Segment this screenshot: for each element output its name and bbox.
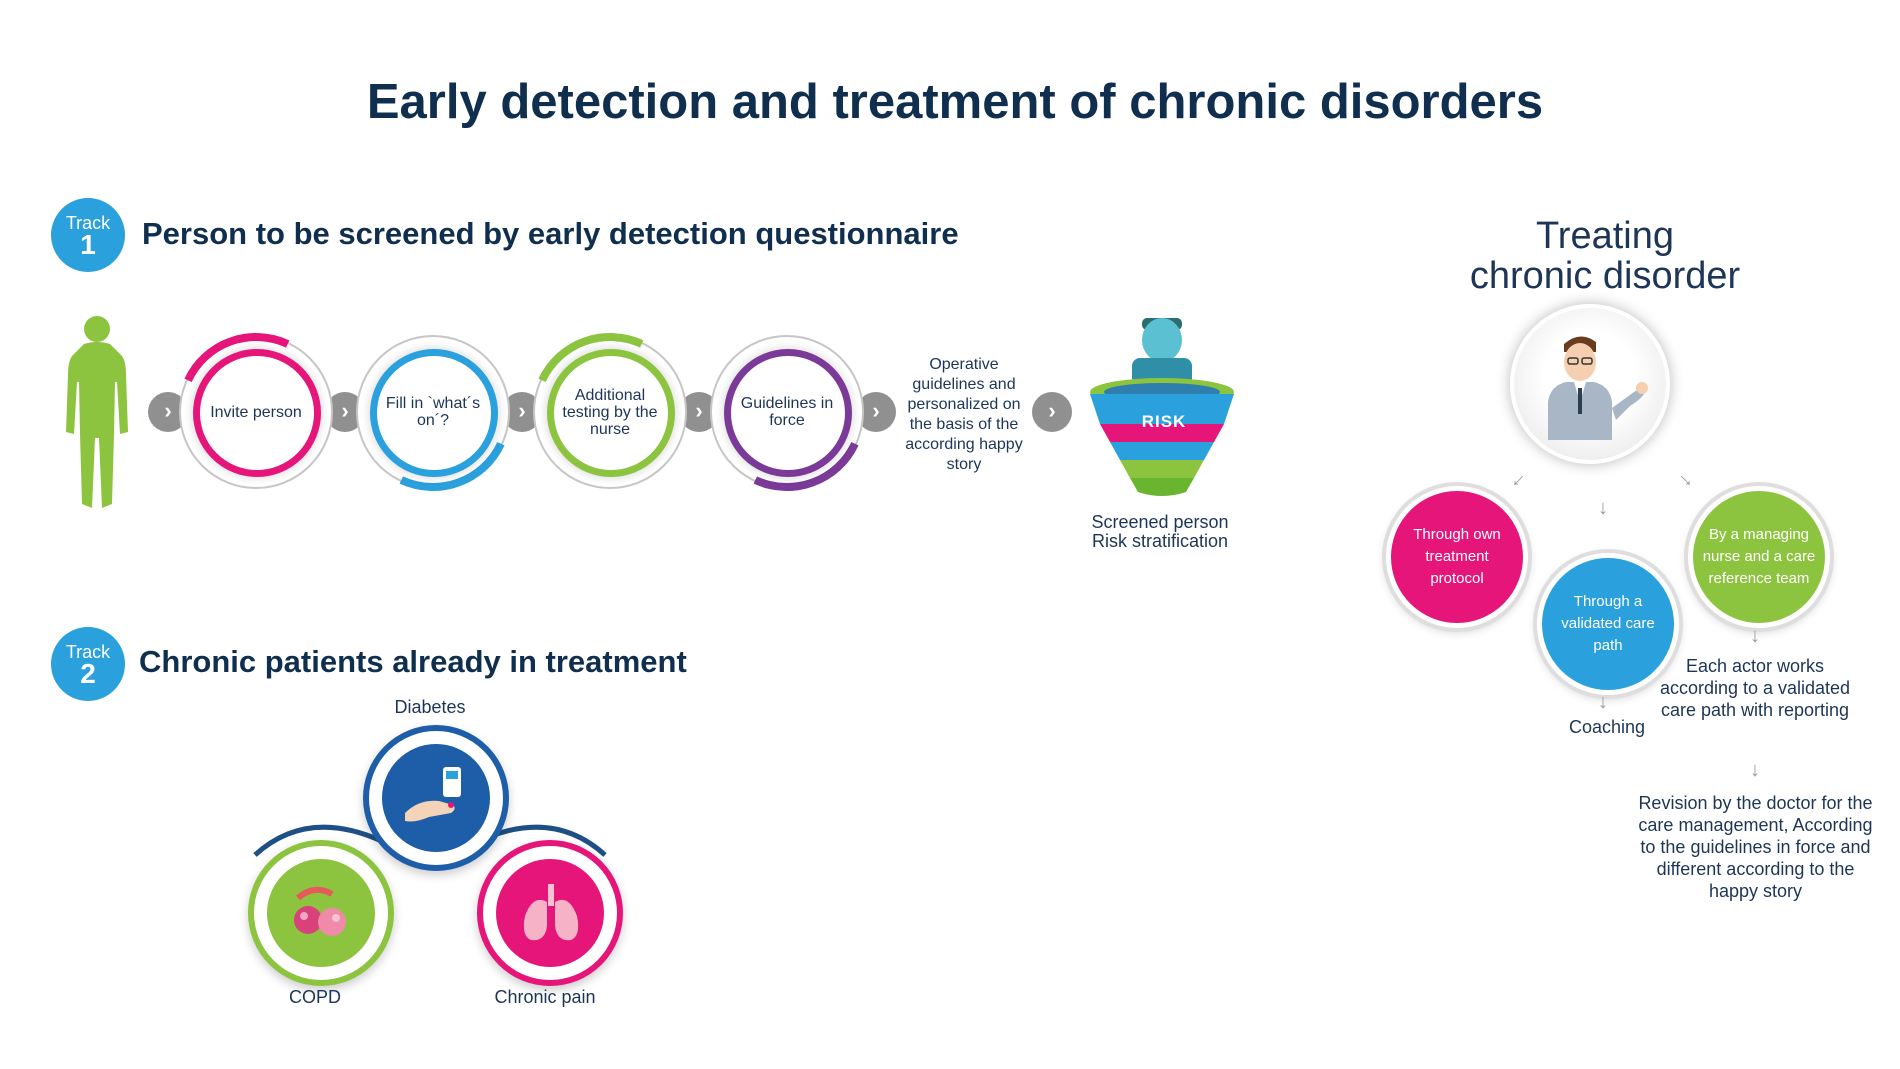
funnel-risk-label: RISK (1141, 412, 1187, 431)
step-label: Additional testing by the nurse (562, 386, 658, 438)
track-1-badge-number: 1 (80, 229, 96, 260)
risk-funnel-icon (1090, 318, 1234, 496)
track-2-badge: Track 2 (51, 627, 125, 701)
doctor-icon (1548, 336, 1648, 440)
managing-nurse-circle: By a managing nurse and a care reference… (1688, 486, 1830, 628)
arrow-down-icon: ↓ (1598, 497, 1608, 519)
operative-guidelines-text: Operative guidelines and personalized on… (905, 356, 1023, 473)
page-title: Early detection and treatment of chronic… (366, 75, 1544, 129)
arrow-down-icon: ↓ (1750, 759, 1760, 781)
track-2-badge-word: Track (65, 642, 111, 662)
treating-title-line2: chronic disorder (1469, 255, 1741, 297)
managing-nurse-label: By a managing nurse and a care reference… (1702, 526, 1816, 587)
step-label: Guidelines in force (740, 395, 834, 429)
track-1-badge-word: Track (65, 213, 111, 233)
person-silhouette-icon (66, 316, 128, 508)
coaching-label: Coaching (1568, 717, 1646, 737)
arrow-down-right-icon: ↓ (1673, 468, 1697, 492)
validated-path-circle: Through a validated care path (1537, 553, 1679, 695)
lungs-icon (523, 884, 579, 941)
glucose-meter-icon (405, 767, 461, 822)
step-guidelines: Guidelines in force (685, 310, 889, 514)
track-1-badge: Track 1 (51, 198, 125, 272)
each-actor-text: Each actor works according to a validate… (1659, 656, 1851, 720)
risk-stratification-label: Risk stratification (1091, 531, 1229, 551)
step-fill-in: Fill in `what´s on´? (331, 310, 535, 514)
diabetes-circle (363, 725, 509, 871)
chronic-pain-circle (477, 840, 623, 986)
own-protocol-label: Through own treatment protocol (1413, 526, 1501, 587)
diabetes-label: Diabetes (394, 697, 466, 717)
track-2-heading: Chronic patients already in treatment (139, 644, 687, 679)
treating-title-line1: Treating (1536, 215, 1674, 257)
doctor-circle (1510, 304, 1670, 464)
copd-circle (248, 840, 394, 986)
step-label: Invite person (210, 403, 302, 421)
track-1-heading: Person to be screened by early detection… (142, 216, 959, 251)
step-label: Fill in `what´s on´? (385, 395, 481, 429)
screened-person-label: Screened person (1091, 512, 1229, 532)
arrow-down-icon: ↓ (1598, 691, 1608, 713)
chevron-right-icon: › (1032, 392, 1072, 432)
revision-text: Revision by the doctor for the care mana… (1638, 793, 1873, 901)
track-2-badge-number: 2 (80, 658, 96, 689)
copd-label: COPD (288, 987, 341, 1007)
own-protocol-circle: Through own treatment protocol (1386, 486, 1528, 628)
arrow-down-icon: ↓ (1750, 625, 1760, 647)
chronic-pain-label: Chronic pain (494, 987, 596, 1007)
alveoli-icon (294, 886, 346, 936)
validated-path-label: Through a validated care path (1561, 593, 1655, 654)
step-additional-testing: Additional testing by the nurse (508, 310, 712, 514)
step-invite-person: Invite person (154, 310, 358, 514)
arrow-down-left-icon: ↓ (1507, 468, 1531, 492)
